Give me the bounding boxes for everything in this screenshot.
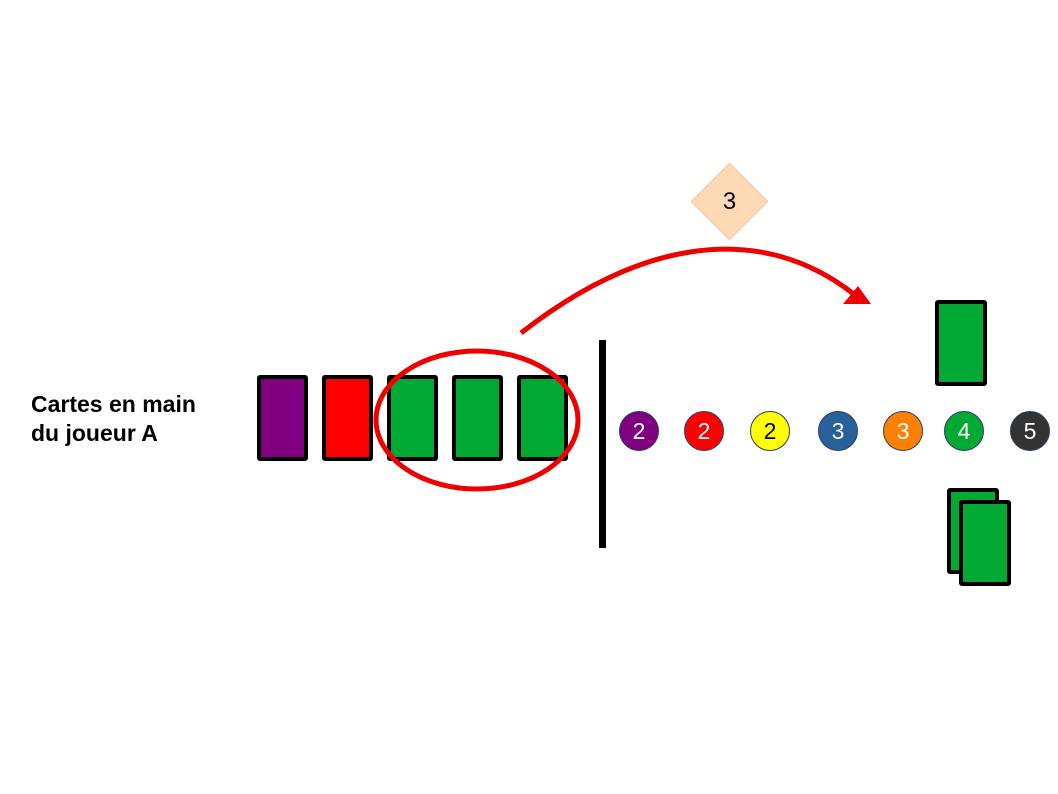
token-red: 2 (684, 411, 724, 451)
hand-label-line2: du joueur A (31, 420, 158, 446)
hand-card-green-3[interactable] (517, 375, 568, 461)
token-black: 5 (1010, 411, 1050, 451)
hand-card-green-2[interactable] (452, 375, 503, 461)
selection-ellipse (373, 348, 581, 492)
token-purple: 2 (619, 411, 659, 451)
value-diamond-label: 3 (722, 188, 737, 215)
hand-label-line1: Cartes en main (31, 391, 196, 417)
hand-card-purple[interactable] (257, 375, 308, 461)
move-arrowhead (843, 286, 871, 304)
token-green: 4 (944, 411, 984, 451)
hand-card-green-1[interactable] (387, 375, 438, 461)
token-blue: 3 (818, 411, 858, 451)
move-arrow (519, 246, 857, 335)
token-orange: 3 (883, 411, 923, 451)
played-green-card (935, 300, 987, 386)
green-pile-card-front (959, 500, 1011, 586)
hand-label: Cartes en main du joueur A (31, 390, 251, 448)
divider-line (599, 340, 606, 548)
token-yellow: 2 (750, 411, 790, 451)
hand-card-red[interactable] (322, 375, 373, 461)
